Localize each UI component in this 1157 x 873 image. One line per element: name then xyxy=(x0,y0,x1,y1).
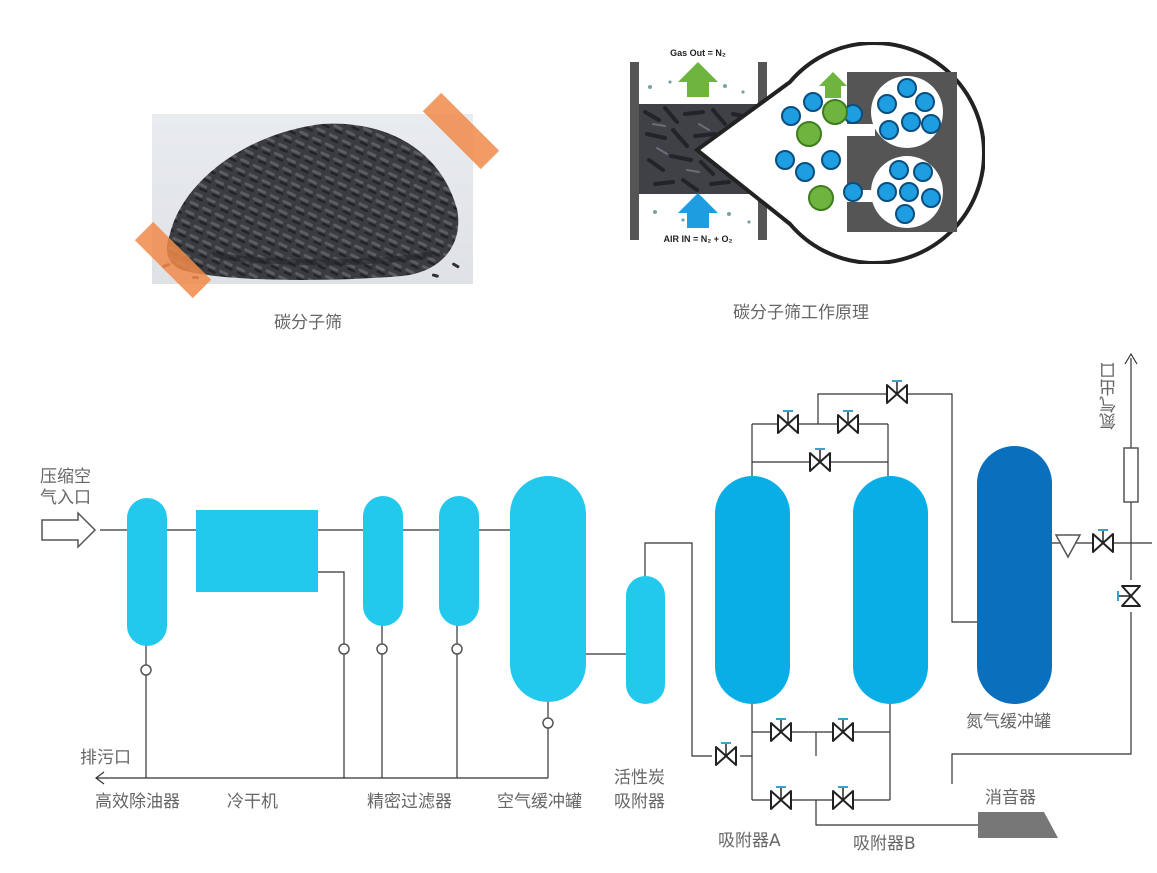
precision-filter-label: 精密过滤器 xyxy=(367,792,452,812)
inlet-label-line1: 压缩空 xyxy=(40,467,91,487)
valve-icon xyxy=(777,410,799,434)
n2-buffer-tank xyxy=(977,446,1052,704)
vertical-valve-icon xyxy=(1117,585,1141,607)
silencer-shape xyxy=(978,812,1058,838)
valve-icon xyxy=(770,786,792,810)
valve-icon xyxy=(832,786,854,810)
oil-remover-label: 高效除油器 xyxy=(95,792,180,812)
drain-valve-icon xyxy=(542,717,554,729)
flowmeter-icon xyxy=(1123,447,1139,503)
valve-icon xyxy=(809,448,831,472)
drain-label: 排污口 xyxy=(80,748,131,768)
adsorber-b xyxy=(853,476,928,704)
drain-valve-icon xyxy=(338,643,350,655)
activated-carbon-adsorber xyxy=(626,576,665,704)
drain-valve-icon xyxy=(451,643,463,655)
n2-tank-label: 氮气缓冲罐 xyxy=(966,712,1051,732)
valve-icon xyxy=(832,718,854,742)
precision-filter-1 xyxy=(363,496,403,626)
adsorber-b-label: 吸附器B xyxy=(853,834,916,854)
inlet-arrow-icon xyxy=(41,511,97,549)
dryer-label: 冷干机 xyxy=(227,792,278,812)
principle-caption: 碳分子筛工作原理 xyxy=(733,303,869,323)
silencer-label: 消音器 xyxy=(985,788,1036,808)
check-valve-icon xyxy=(1054,534,1082,559)
valve-icon xyxy=(770,718,792,742)
valve-icon xyxy=(886,380,908,404)
carbon-sieve-caption: 碳分子筛 xyxy=(274,313,342,333)
air-in-label: AIR IN = N₂ + O₂ xyxy=(663,234,732,244)
gas-out-label: Gas Out = N₂ xyxy=(670,48,726,58)
valve-icon xyxy=(837,410,859,434)
inlet-label-line2: 气入口 xyxy=(40,488,91,508)
adsorber-a-label: 吸附器A xyxy=(718,831,781,851)
air-buffer-tank xyxy=(510,476,586,702)
precision-filter-2 xyxy=(439,496,479,626)
drain-valve-icon xyxy=(376,643,388,655)
drain-valve-icon xyxy=(140,664,152,676)
adsorber-a xyxy=(715,476,790,704)
air-tank-label: 空气缓冲罐 xyxy=(497,792,582,812)
principle-diagram: Gas Out = N₂ AIR IN = N₂ + O₂ xyxy=(625,41,987,265)
valve-icon xyxy=(1092,529,1114,553)
valve-icon xyxy=(715,742,737,766)
dryer-unit xyxy=(196,510,318,592)
carbon-adsorber-label-line2: 吸附器 xyxy=(614,792,665,812)
carbon-adsorber-label-line1: 活性炭 xyxy=(614,768,665,788)
oil-remover-vessel xyxy=(127,498,167,646)
n2-outlet-label: 氮气出口 xyxy=(1100,362,1120,430)
carbon-sieve-photo xyxy=(152,114,473,284)
